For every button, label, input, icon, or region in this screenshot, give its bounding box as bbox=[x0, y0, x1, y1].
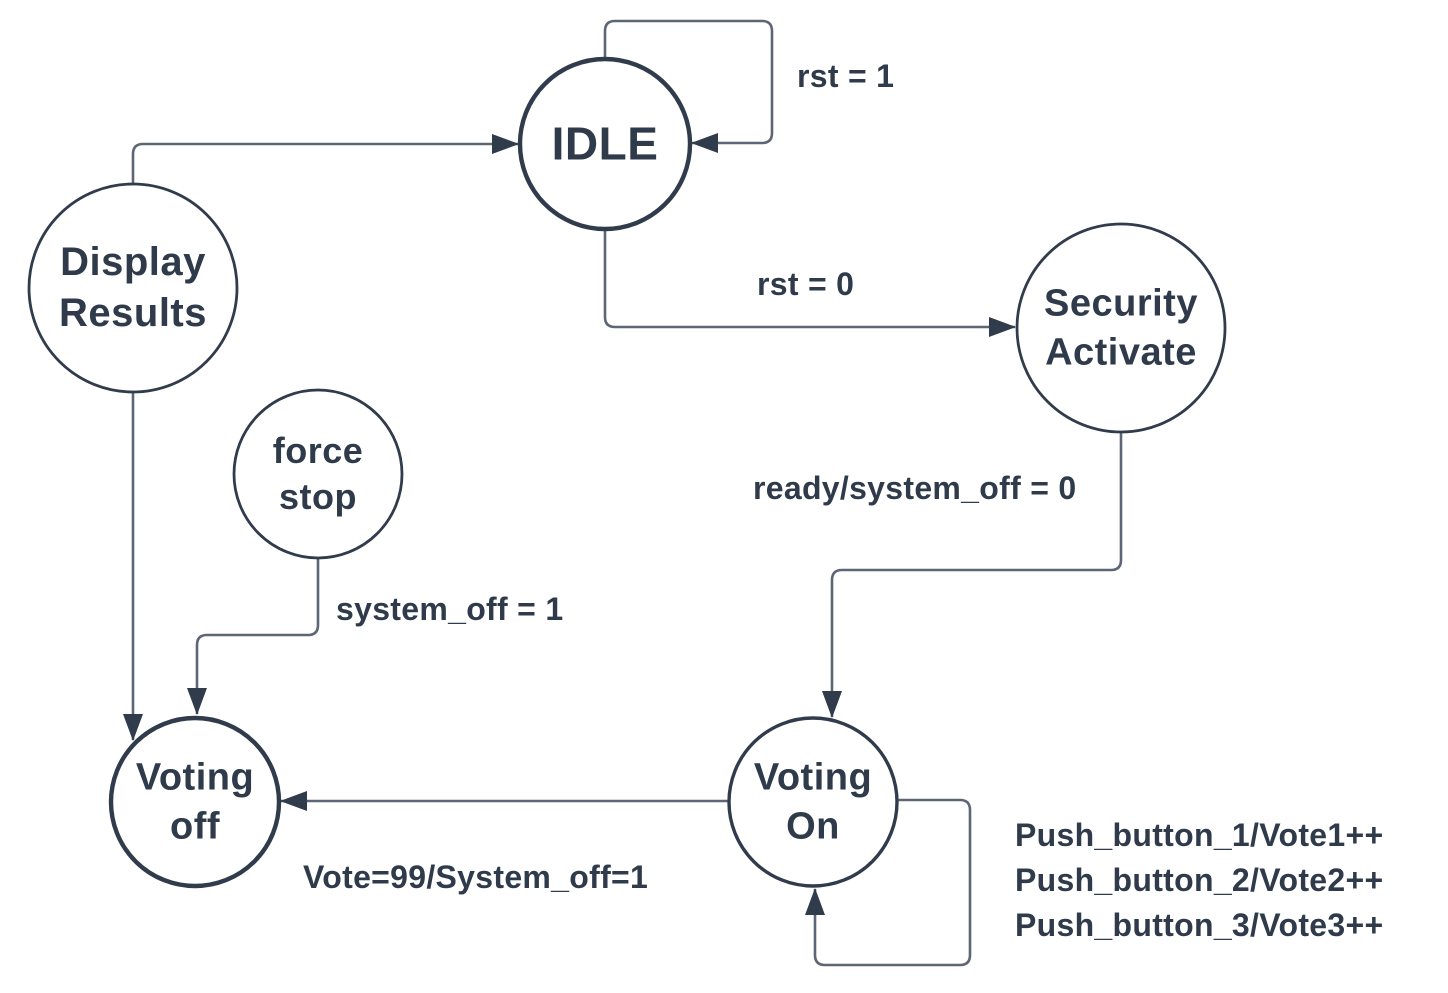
label-rst-0: rst = 0 bbox=[757, 266, 855, 302]
state-display-results-circle bbox=[27, 182, 239, 394]
state-voting-off-circle bbox=[108, 715, 282, 889]
state-idle-circle bbox=[517, 56, 693, 232]
label-vote-99-system-off-1: Vote=99/System_off=1 bbox=[303, 859, 649, 895]
state-idle-label: IDLE bbox=[551, 117, 659, 170]
state-display-results-label: Display Results bbox=[59, 239, 207, 335]
label-ready-system-off-0: ready/system_off = 0 bbox=[753, 470, 1077, 506]
state-force-stop-label: force stop bbox=[272, 429, 364, 517]
transition-idle-self-loop bbox=[603, 19, 774, 153]
label-push-buttons: Push_button_1/Vote1++ Push_button_2/Vote… bbox=[1015, 817, 1384, 943]
transition-idle-to-security-activate bbox=[603, 229, 1016, 337]
state-force-stop-circle bbox=[232, 388, 404, 560]
label-rst-1: rst = 1 bbox=[797, 58, 895, 94]
transition-security-activate-to-voting-on bbox=[822, 432, 1123, 718]
transition-force-stop-to-voting-off bbox=[187, 558, 320, 715]
state-voting-off-label: Voting off bbox=[135, 756, 255, 847]
transition-voting-on-self-loop bbox=[805, 798, 972, 967]
state-security-activate-circle bbox=[1015, 222, 1227, 434]
state-voting-on-circle bbox=[727, 716, 899, 888]
transition-display-results-to-idle bbox=[131, 134, 519, 185]
state-voting-on-label: Voting On bbox=[753, 756, 873, 847]
state-security-activate-label: Security Activate bbox=[1044, 282, 1198, 373]
label-system-off-1: system_off = 1 bbox=[336, 591, 564, 627]
